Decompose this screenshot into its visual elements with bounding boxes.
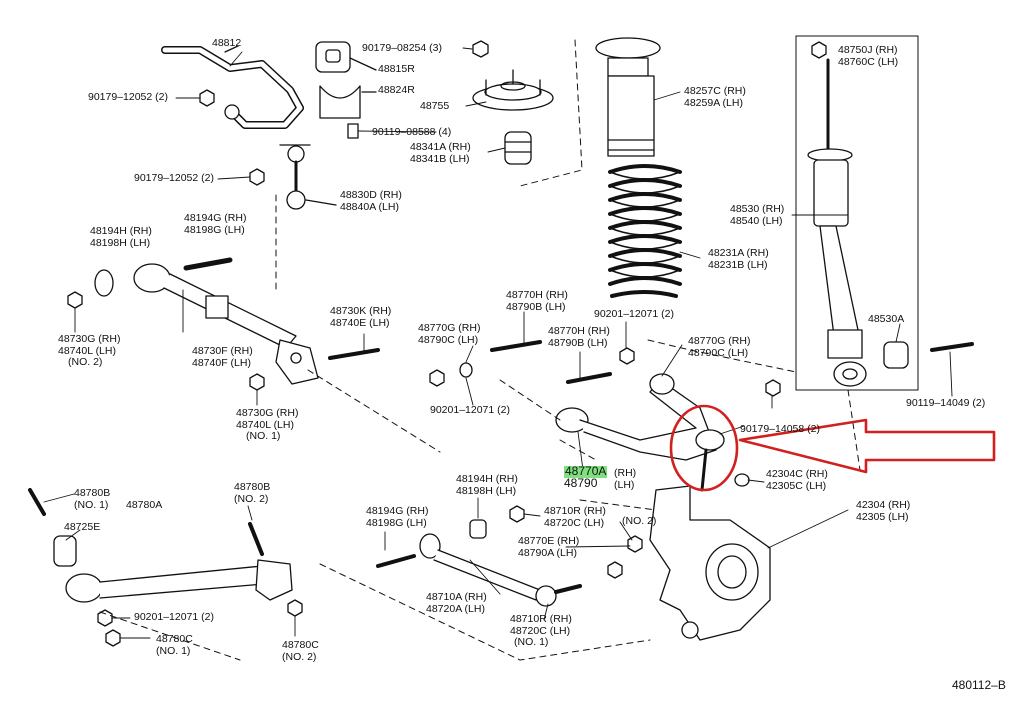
leader-lines	[43, 47, 953, 639]
label-48750: 48750J (RH)48760C (LH)	[838, 44, 899, 68]
label-48770G-left: 48770G (RH)48790C (LH)	[418, 322, 481, 346]
label-48770H-mid: 48770H (RH)48790B (LH)	[548, 325, 610, 349]
label-48257: 48257C (RH)48259A (LH)	[684, 85, 746, 109]
label-48194G-lower: 48194G (RH)48198G (LH)	[366, 505, 429, 529]
label-90201-12071-mid: 90201–12071 (2)	[430, 404, 510, 416]
nut-drawings	[67, 40, 827, 647]
axle-carrier-drawing	[649, 473, 771, 641]
label-48780B-no2: 48780B(NO. 2)	[234, 481, 271, 505]
label-48780A: 48780A	[126, 499, 163, 511]
label-no2: (NO. 2)	[622, 515, 657, 527]
label-48770E: 48770E (RH)48790A (LH)	[518, 535, 580, 559]
label-90179-08254: 90179–08254 (3)	[362, 42, 442, 54]
label-90201-12071-top: 90201–12071 (2)	[594, 308, 674, 320]
label-48770H-top: 48770H (RH)48790B (LH)	[506, 289, 568, 313]
label-90179-12052-a: 90179–12052 (2)	[88, 91, 168, 103]
upper-control-arm-drawing	[459, 340, 725, 492]
label-48730G-no1: 48730G (RH)48740L (LH)(NO. 1)	[236, 407, 299, 442]
label-48530: 48530 (RH)48540 (LH)	[730, 203, 785, 227]
label-48730K: 48730K (RH)48740E (LH)	[330, 305, 392, 329]
label-48780C-no1: 48780C(NO. 1)	[156, 633, 193, 657]
label-48231: 48231A (RH)48231B (LH)	[708, 247, 769, 271]
label-48780C-no2: 48780C(NO. 2)	[282, 639, 319, 663]
label-42304: 42304 (RH)42305 (LH)	[856, 499, 911, 523]
label-48815R: 48815R	[378, 63, 415, 75]
label-48812: 48812	[212, 37, 242, 49]
label-48710R-upper: 48710R (RH)48720C (LH)	[544, 505, 606, 529]
label-48530A: 48530A	[868, 313, 905, 325]
coil-spring-drawing	[608, 164, 682, 298]
label-90179-14058: 90179–14058 (2)	[740, 423, 820, 435]
stabilizer-bushing-drawing	[315, 41, 377, 119]
label-48824R: 48824R	[378, 84, 415, 96]
lateral-arm-no2-drawing	[94, 257, 380, 385]
label-48725E: 48725E	[64, 521, 101, 533]
label-48780B-no1: 48780B(NO. 1)	[74, 487, 111, 511]
callout-arrow	[669, 404, 996, 492]
dashed-guide-lines	[99, 39, 861, 661]
label-48770G-right: 48770G (RH)48790C (LH)	[688, 335, 751, 359]
label-48710A: 48710A (RH)48720A (LH)	[426, 591, 487, 615]
lower-arm-no1-drawing	[28, 488, 293, 603]
label-42304C: 42304C (RH)42305C (LH)	[766, 468, 828, 492]
shock-absorber-drawing	[795, 35, 974, 391]
label-90119-14049: 90119–14049 (2)	[906, 397, 986, 409]
label-48730G-no2: 48730G (RH)48740L (LH)(NO. 2)	[58, 333, 121, 368]
label-48710R-lower: 48710R (RH)48720C (LH)(NO. 1)	[510, 613, 572, 648]
label-90179-12052-b: 90179–12052 (2)	[134, 172, 214, 184]
label-48830: 48830D (RH)48840A (LH)	[340, 189, 402, 213]
label-48194G: 48194G (RH)48198G (LH)	[184, 212, 247, 236]
label-48194-left: 48194H (RH)48198H (LH)	[90, 225, 152, 249]
label-90201-12071-bottom: 90201–12071 (2)	[134, 611, 214, 623]
label-48730F: 48730F (RH)48740F (LH)	[192, 345, 253, 369]
label-90119-08588: 90119–08588 (4)	[372, 126, 452, 138]
label-48770A-side: (RH)(LH)	[614, 467, 637, 491]
label-48194H-lower: 48194H (RH)48198H (LH)	[456, 473, 518, 497]
toe-control-rod-drawing	[376, 519, 582, 607]
label-48341: 48341A (RH)48341B (LH)	[410, 141, 471, 165]
stabilizer-bar-drawing	[161, 45, 304, 129]
upper-mount-drawing	[347, 69, 554, 165]
stabilizer-link-drawing	[279, 144, 337, 210]
dust-boot-drawing	[595, 37, 661, 157]
label-48755: 48755	[420, 100, 450, 112]
diagram-code: 480112–B	[952, 678, 1006, 692]
